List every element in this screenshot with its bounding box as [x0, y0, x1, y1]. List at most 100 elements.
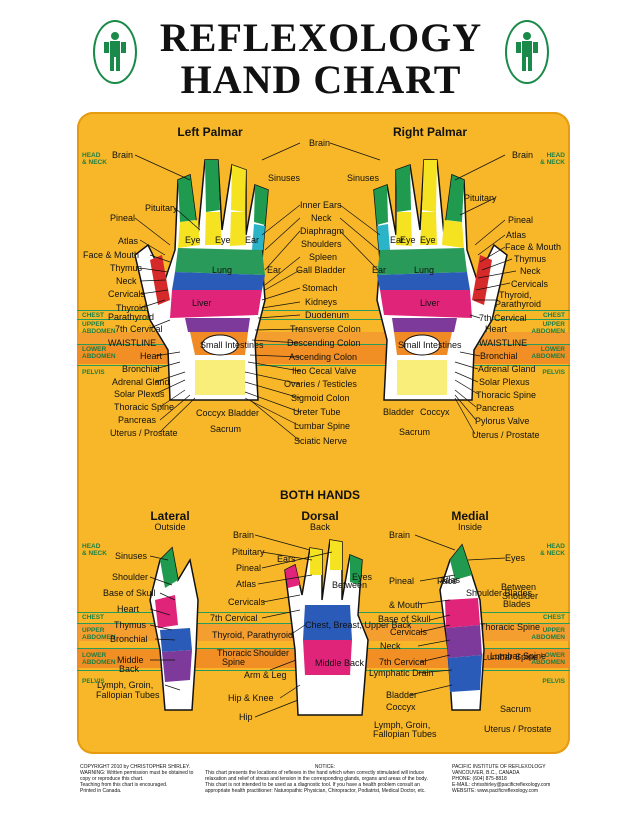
- right-palmar-label: Thymus: [514, 254, 547, 264]
- band-pelvis-l: PELVIS: [82, 369, 105, 376]
- notice-line: relaxation and relief of stress and tens…: [205, 776, 428, 782]
- medial-label: Face: [437, 576, 458, 586]
- medial-label: Brain: [389, 530, 411, 540]
- right-palmar-label: Atlas: [506, 230, 527, 240]
- copyright-line: copy or reproduce this chart.: [80, 776, 144, 782]
- lateral-label: Sinuses: [115, 551, 148, 561]
- dorsal-label: Lymph, Groin,: [374, 720, 431, 730]
- right-palmar-label: Neck: [520, 266, 541, 276]
- pelvis-line: [77, 365, 570, 366]
- leader-line: [459, 351, 481, 357]
- leader-line: [454, 394, 477, 421]
- medial-label: Thoracic Spine: [480, 622, 541, 632]
- palm-region-label: Ear: [372, 265, 387, 275]
- leader-line: [254, 534, 311, 551]
- leader-line: [261, 551, 333, 569]
- right-palmar-label: Uterus / Prostate: [472, 430, 540, 440]
- leader-line: [429, 614, 451, 621]
- leader-line: [244, 381, 301, 399]
- leader-line: [159, 397, 196, 433]
- heading-both-hands: BOTH HANDS: [280, 488, 360, 502]
- center-label: Gall Bladder: [296, 265, 346, 275]
- left-palmar-label: Thoracic Spine: [114, 402, 175, 412]
- leader-line: [417, 639, 451, 647]
- right-palmar-label: Bronchial: [480, 351, 518, 361]
- band-lower-abdomen-br: LOWER ABDOMEN: [531, 652, 565, 666]
- center-label: Sciatic Nerve: [294, 436, 348, 446]
- leader-line: [269, 659, 297, 671]
- right-palmar-label: Coccyx: [420, 407, 450, 417]
- dorsal-label: Spine: [222, 657, 246, 667]
- center-label: Ileo Cecal Valve: [292, 366, 357, 376]
- dorsal-label: Brain: [233, 530, 255, 540]
- lateral-label: Shoulder: [112, 572, 149, 582]
- leader-line: [454, 389, 477, 408]
- left-palmar-label: Bladder: [228, 408, 260, 418]
- title-line-1: REFLEXOLOGY: [159, 15, 483, 60]
- dorsal-label: Pituitary: [232, 547, 265, 557]
- dorsal-label: Eyes: [352, 572, 373, 582]
- copyright-line: WARNING: Written permission must be obta…: [80, 770, 194, 776]
- leader-line: [134, 154, 191, 181]
- leader-line: [477, 270, 517, 279]
- center-label: Spleen: [309, 252, 338, 262]
- leader-line: [454, 379, 479, 395]
- lateral-hand: [149, 546, 199, 711]
- band-lower-abdomen-r: LOWER ABDOMEN: [531, 346, 565, 360]
- medial-label: Uterus / Prostate: [484, 724, 552, 734]
- leader-line: [149, 624, 173, 631]
- contact-line: WEBSITE: www.pacificreflexology.com: [452, 788, 539, 794]
- leader-line: [419, 654, 451, 663]
- medial-label: Bladder: [386, 690, 418, 700]
- center-label: Sinuses: [268, 173, 301, 183]
- right-palmar-label: Thoracic Spine: [476, 390, 537, 400]
- left-palmar-label: WAISTLINE: [108, 338, 157, 348]
- leader-line: [262, 594, 301, 603]
- left-palmar-label: Neck: [116, 276, 137, 286]
- band-chest-l: CHEST: [82, 312, 105, 319]
- center-label: Brain: [309, 138, 331, 148]
- left-palmar-label: Coccyx: [196, 408, 226, 418]
- leader-line: [329, 142, 381, 161]
- medial-label: Between: [501, 582, 537, 592]
- leader-line: [261, 609, 301, 619]
- right-palmar-label: Pancreas: [476, 403, 515, 413]
- leader-line: [154, 361, 181, 370]
- dorsal-label: Shoulder: [253, 648, 290, 658]
- band-upper-abdomen-bl: UPPER ABDOMEN: [82, 627, 116, 641]
- center-label: Stomach: [302, 283, 338, 293]
- center-label: Shoulders: [301, 239, 342, 249]
- contact-line: PACIFIC INSTITUTE OF REFLEXOLOGY: [452, 764, 546, 770]
- footer-copyright: COPYRIGHT 2010 by CHRISTOPHER SHIRLEY. W…: [80, 764, 210, 794]
- medial-label: Lymphatic Drain: [369, 668, 434, 678]
- left-palmar-label: Bronchial: [122, 364, 160, 374]
- right-palmar-label: WAISTLINE: [479, 338, 528, 348]
- leader-line: [279, 684, 301, 699]
- right-palmar-label: Parathyroid: [495, 299, 542, 309]
- leader-line: [139, 299, 166, 309]
- medial-label: Pineal: [389, 576, 415, 586]
- lateral-label: Heart: [117, 604, 140, 614]
- center-label: Ureter Tube: [293, 407, 341, 417]
- leader-line: [454, 397, 476, 435]
- heading-dorsal-sub: Back: [309, 522, 330, 532]
- medial-label: Atlas: [440, 575, 461, 585]
- leader-line: [254, 699, 299, 718]
- left-palmar-hand: [134, 159, 269, 401]
- center-label: Diaphragm: [300, 226, 345, 236]
- leader-line: [244, 391, 301, 413]
- right-palmar-label: 7th Cervical: [479, 313, 527, 323]
- leader-line: [339, 217, 379, 251]
- right-palmar-label: Thyroid,: [499, 290, 532, 300]
- left-palmar-label: Sacrum: [210, 424, 242, 434]
- dorsal-label: Hip: [239, 712, 253, 722]
- right-palmar-label: Brain: [512, 150, 534, 160]
- right-palmar-label: Solar Plexus: [479, 377, 530, 387]
- center-label: Ovaries / Testicles: [284, 379, 357, 389]
- notice-line: This chart presents the locations of ref…: [205, 770, 424, 776]
- copyright-line: COPYRIGHT 2010 by CHRISTOPHER SHIRLEY.: [80, 764, 191, 770]
- dorsal-label: Cervicals: [228, 597, 266, 607]
- waist-line: [77, 344, 570, 345]
- palm-region-label: Small Intestines: [398, 340, 462, 350]
